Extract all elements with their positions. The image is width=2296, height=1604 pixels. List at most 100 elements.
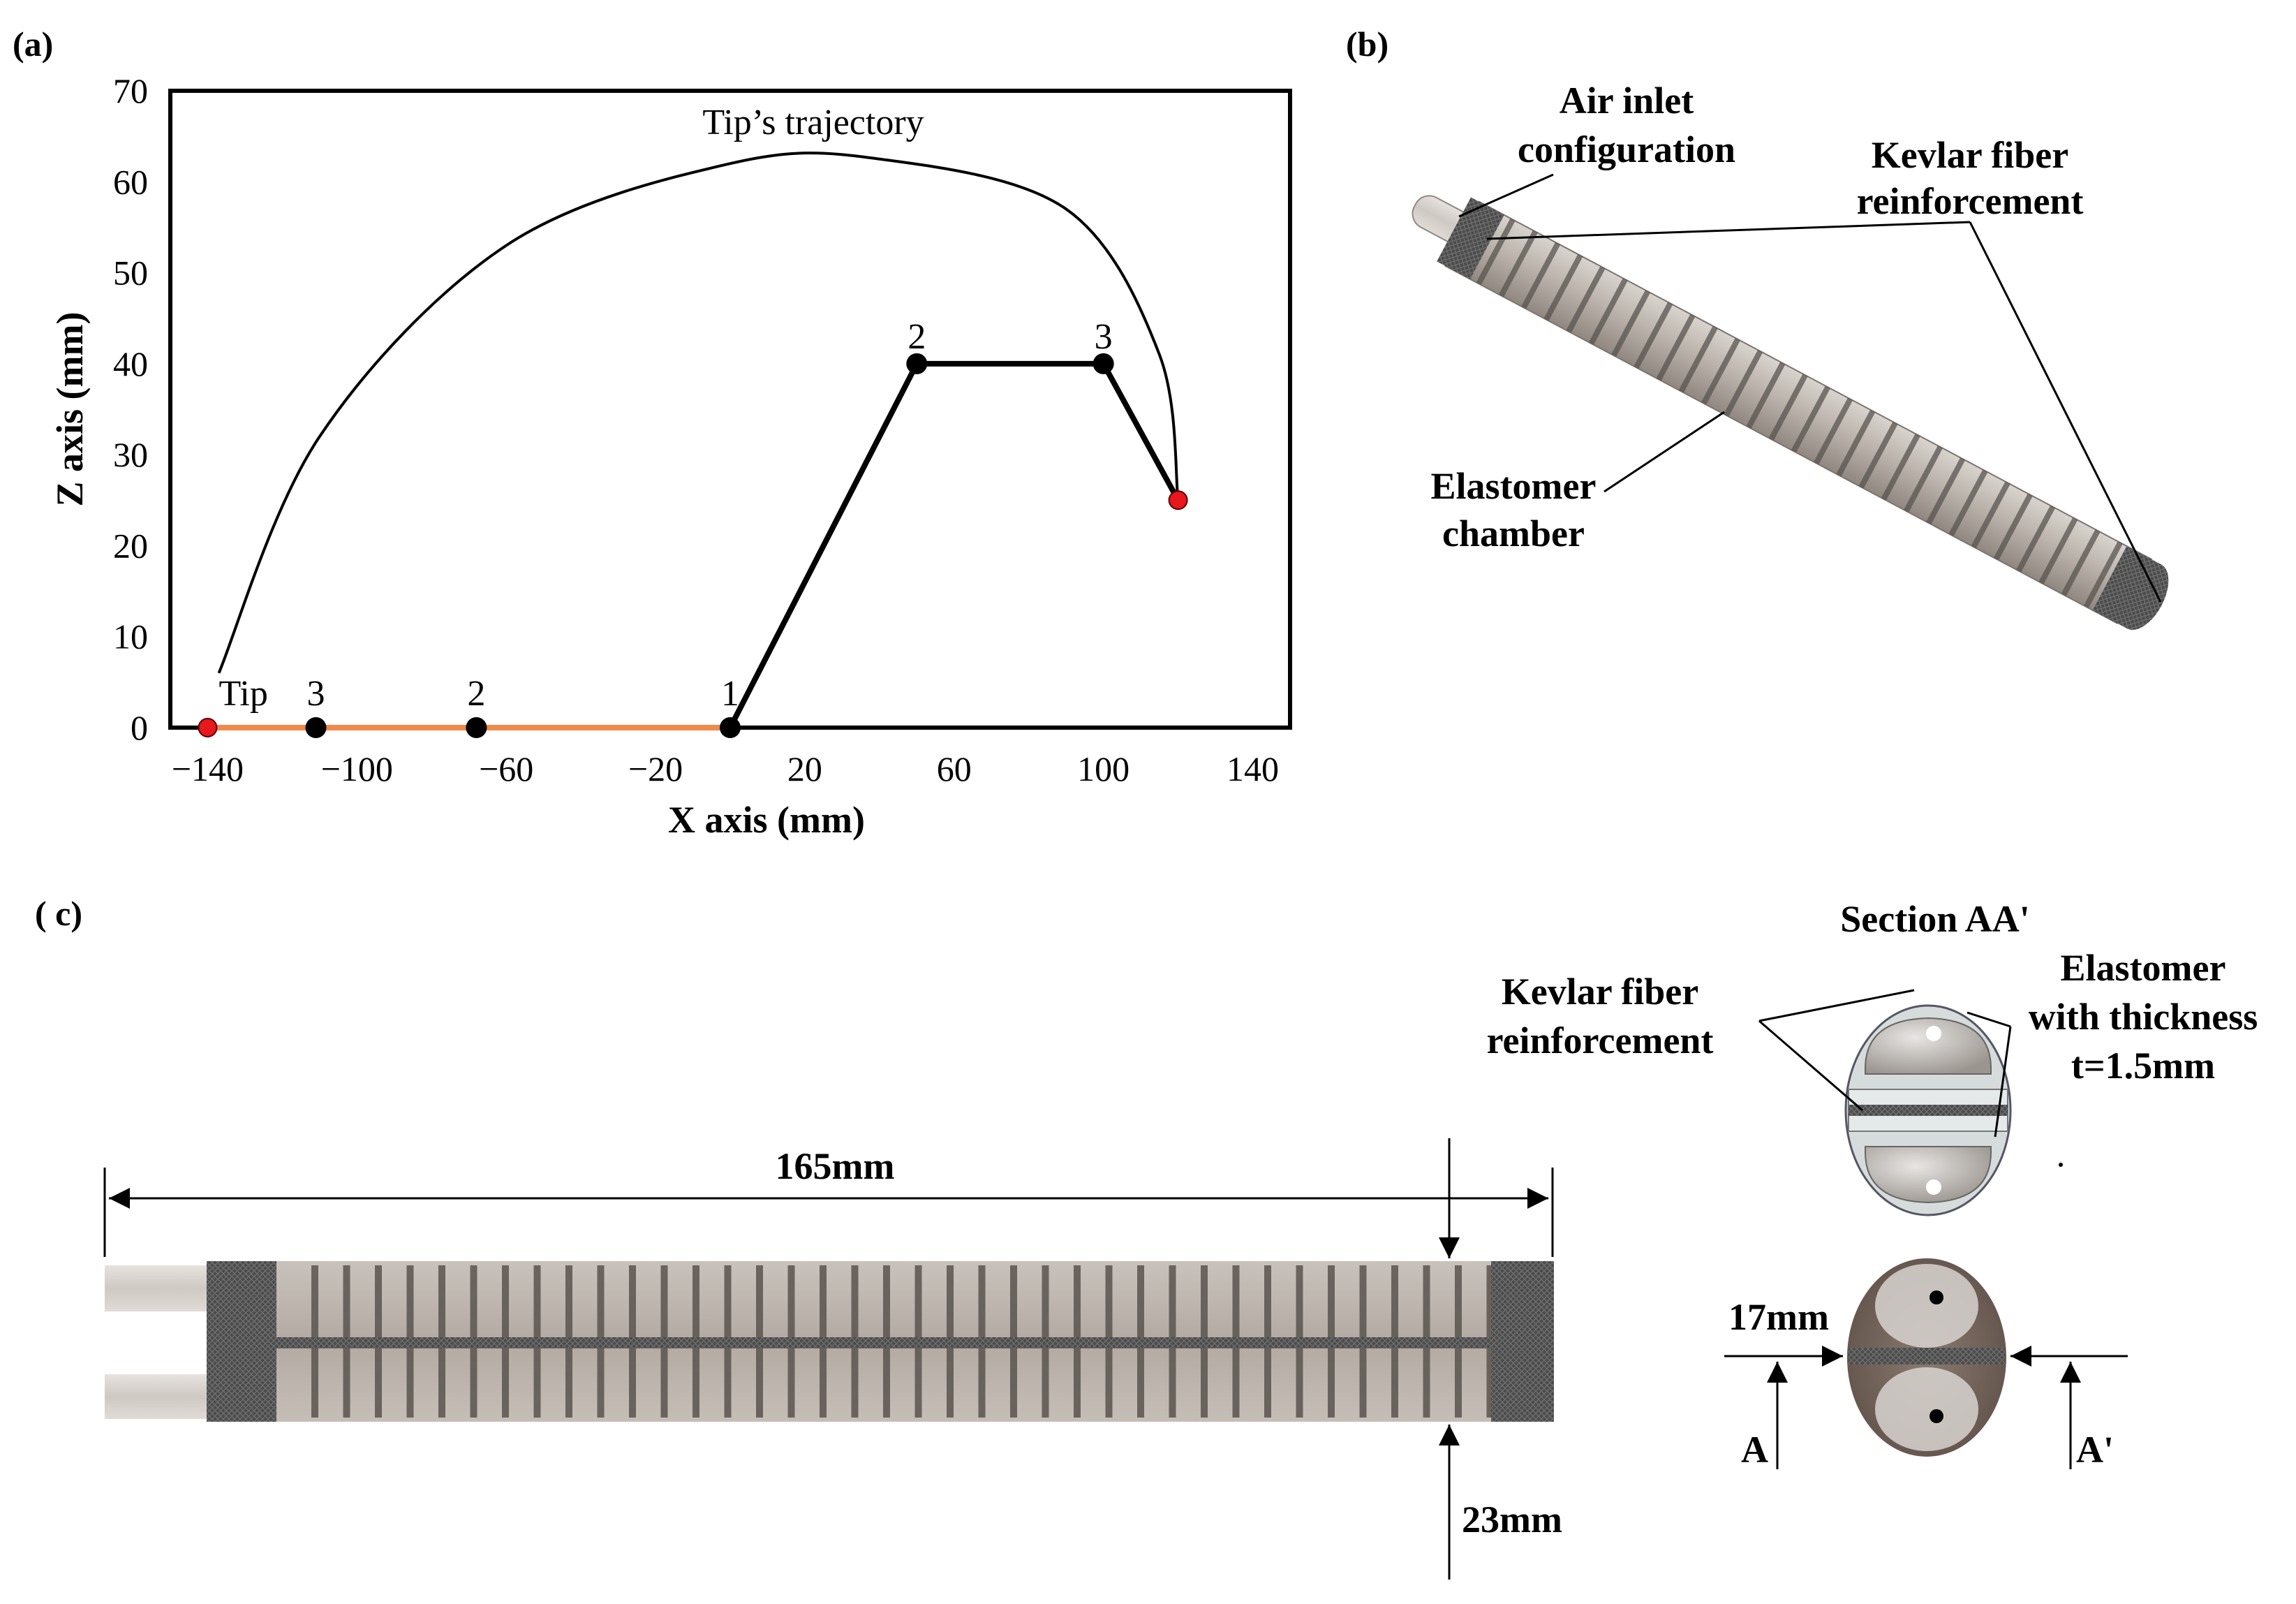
end-width-label: 17mm	[1728, 1296, 1829, 1338]
x-tick-label: 140	[1227, 749, 1279, 788]
kevlar-label-c-1: Kevlar fiber	[1502, 971, 1698, 1013]
elastomer-label-c-2: with thickness	[2029, 996, 2258, 1038]
inlet-pipe-lower	[105, 1374, 223, 1419]
end-view: 17mm A A'	[1724, 1258, 2128, 1471]
elastomer-label-b-2: chamber	[1442, 513, 1585, 554]
series-trajectory	[217, 152, 1180, 674]
actuator-top-view: 165mm 23mm	[103, 1138, 1562, 1580]
point-labels: 3 2 1 Tip 2 3	[219, 317, 1112, 714]
chamber-rib	[1521, 242, 1561, 309]
chamber-rib	[1724, 350, 1763, 417]
node-marker-deformed	[906, 353, 928, 374]
y-axis-title: Z axis (mm)	[49, 312, 91, 507]
kevlar-leader-right	[1969, 221, 2162, 603]
kevlar-end-right	[1491, 1261, 1554, 1422]
y-tick-label: 30	[113, 435, 148, 474]
chamber-rib	[1634, 302, 1673, 369]
series-layer	[198, 152, 1188, 738]
section-a-label: A	[1741, 1429, 1768, 1471]
y-tick-labels: 0 10 20 30 40 50 60 70	[113, 71, 148, 747]
x-tick-label: −60	[479, 749, 533, 788]
panel-label-a: (a)	[13, 24, 53, 64]
chamber-rib	[1768, 374, 1808, 441]
tip-marker-initial	[198, 718, 218, 737]
chamber-rib	[1543, 253, 1583, 321]
inlet-pipe-upper	[105, 1265, 223, 1311]
kevlar-center-strip	[207, 1337, 1554, 1348]
chamber-rib	[1836, 409, 1876, 477]
x-axis-title: X axis (mm)	[668, 799, 865, 841]
series-deformed	[727, 360, 1181, 729]
end-view-kevlar-strip	[1849, 1348, 2005, 1364]
node-label-initial: 3	[307, 674, 325, 714]
section-a-prime-label: A'	[2076, 1429, 2114, 1471]
chamber-rib	[1791, 385, 1830, 453]
chamber-rib	[1588, 278, 1628, 345]
y-tick-label: 40	[113, 344, 148, 383]
kevlar-label-c-2: reinforcement	[1487, 1020, 1714, 1061]
chamber-rib	[1926, 457, 1966, 524]
chamber-rib	[1678, 325, 1718, 393]
kevlar-end-cap-left	[1437, 197, 1504, 279]
y-tick-label: 70	[113, 71, 148, 110]
x-tick-label: −20	[628, 749, 683, 788]
chamber-rib	[1881, 434, 1920, 501]
width-dimension-label: 23mm	[1462, 1499, 1562, 1540]
y-tick-label: 50	[113, 253, 148, 293]
panel-label-b: (b)	[1346, 24, 1388, 64]
chamber-rib	[2038, 517, 2078, 584]
kevlar-label-b-1: Kevlar fiber	[1872, 134, 2068, 176]
chamber-ribs	[1476, 218, 2123, 608]
panel-label-c: ( c)	[35, 894, 82, 933]
actuator-body	[1437, 197, 2169, 630]
section-title: Section AA'	[1840, 898, 2030, 940]
chamber-rib	[1498, 230, 1538, 297]
chamber-rib	[1611, 290, 1650, 357]
elastomer-label-c-1: Elastomer	[2061, 947, 2226, 989]
node-marker-deformed	[1093, 353, 1114, 374]
chamber-rib	[1746, 362, 1786, 429]
kevlar-label-b-2: reinforcement	[1857, 180, 2084, 222]
actuator-3d-diagram: Air inlet configuration Kevlar fiber rei…	[1412, 80, 2169, 630]
air-inlet-leader	[1458, 173, 1554, 218]
x-tick-label: −100	[321, 749, 393, 788]
chamber-rib	[2083, 541, 2123, 608]
chamber-rib	[1904, 446, 1943, 513]
air-inlet-label-2: configuration	[1518, 128, 1735, 170]
y-tick-label: 60	[113, 162, 148, 201]
chamber-rib	[1476, 218, 1516, 286]
elastomer-label-c-3: t=1.5mm	[2071, 1045, 2215, 1087]
chamber-rib	[1814, 397, 1853, 465]
y-tick-label: 10	[113, 617, 148, 656]
kevlar-end-left	[207, 1261, 276, 1422]
node-label-initial: 1	[721, 674, 739, 714]
kevlar-leader-left	[1486, 221, 1971, 240]
chamber-rib	[1858, 421, 1898, 489]
elastomer-leader	[1604, 411, 1725, 493]
node-marker-initial	[466, 717, 487, 738]
section-aa-view: Section AA' Kevlar fiber reinforcement E…	[1487, 898, 2258, 1216]
chamber-rib	[2016, 505, 2056, 573]
node-marker-initial	[305, 717, 327, 738]
tip-label: Tip	[219, 674, 267, 714]
section-chamber-upper	[1865, 1017, 1992, 1075]
elastomer-label-b-1: Elastomer	[1431, 465, 1597, 507]
y-tick-label: 0	[131, 708, 148, 747]
length-dimension-label: 165mm	[776, 1145, 895, 1187]
y-tick-label: 20	[113, 526, 148, 565]
chamber-rib	[2061, 529, 2101, 596]
node-label-deformed: 2	[908, 317, 926, 357]
air-inlet-label-1: Air inlet	[1560, 80, 1694, 122]
node-label-initial: 2	[467, 674, 485, 714]
x-tick-label: 20	[787, 749, 822, 788]
trajectory-annotation: Tip’s trajectory	[702, 103, 924, 142]
node-label-deformed: 3	[1095, 317, 1113, 357]
chamber-rib	[1656, 314, 1696, 381]
x-tick-label: −140	[172, 749, 244, 788]
tip-marker-deformed	[1168, 490, 1188, 510]
section-chamber-lower	[1865, 1146, 1992, 1204]
chamber-rib	[1971, 481, 2010, 549]
chamber-rib	[1701, 337, 1740, 405]
